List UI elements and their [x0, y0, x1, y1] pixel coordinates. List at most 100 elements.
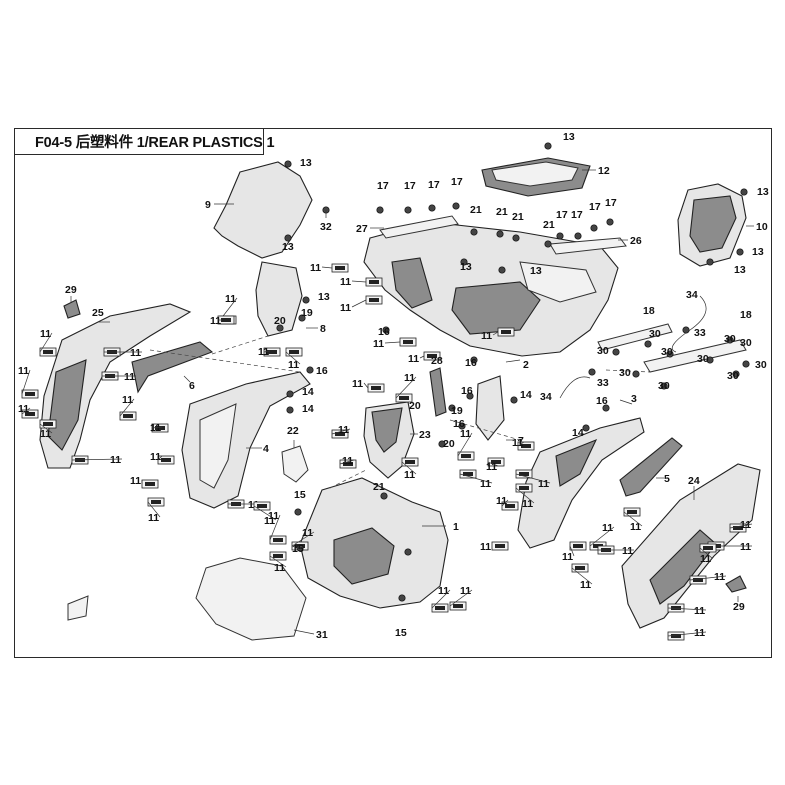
callout-11: 11: [460, 585, 471, 597]
clip-core: [273, 538, 283, 542]
bolt-icon: [660, 382, 668, 390]
callout-11: 11: [580, 579, 591, 591]
clip-core: [461, 454, 471, 458]
clip-leader: [487, 461, 499, 467]
callout-13: 13: [757, 186, 769, 198]
part-18-strip-a: [597, 323, 673, 351]
callout-11: 11: [130, 475, 141, 487]
bolt-icon: [732, 370, 740, 378]
fastener-clip-icon: [331, 263, 349, 273]
clip-leader: [589, 526, 615, 547]
clip-leader: [569, 545, 575, 557]
callout-30: 30: [697, 353, 709, 365]
callout-16: 16: [378, 326, 390, 338]
bolt-icon: [556, 232, 564, 240]
fastener-clip-icon: [253, 501, 271, 511]
bolt-icon: [574, 232, 582, 240]
clip-core: [519, 472, 529, 476]
callout-11: 11: [302, 527, 313, 539]
part-23-center-dark: [371, 407, 403, 453]
callout-11: 11: [740, 541, 751, 553]
part-8-bracket: [255, 261, 303, 337]
callout-11: 11: [40, 328, 51, 340]
part-22-cap: [281, 445, 309, 483]
clip-leader: [431, 589, 451, 609]
clip-core: [671, 606, 681, 610]
callout-17: 17: [451, 176, 463, 188]
callout-19: 19: [451, 405, 463, 417]
callout-11: 11: [148, 512, 159, 524]
callout-11: 11: [210, 315, 221, 327]
callout-17: 17: [404, 180, 416, 192]
callout-11: 11: [150, 451, 161, 463]
callout-30: 30: [658, 380, 670, 392]
callout-15: 15: [292, 543, 304, 555]
clip-leader: [501, 499, 509, 507]
callout-18: 18: [740, 309, 752, 321]
callout-21: 21: [543, 219, 555, 231]
clip-leader: [253, 505, 277, 521]
callout-11: 11: [122, 394, 133, 406]
clip-leader: [39, 423, 53, 434]
clip-core: [161, 458, 171, 462]
callout-17: 17: [428, 179, 440, 191]
clip-core: [501, 330, 511, 334]
clip-leader: [21, 407, 31, 415]
fastener-clip-icon: [401, 457, 419, 467]
leader-6: [183, 375, 191, 383]
clip-core: [267, 350, 277, 354]
callout-3: 3: [631, 393, 637, 405]
callout-16: 16: [316, 365, 328, 377]
callout-11: 11: [404, 469, 415, 481]
bolt-icon: [404, 548, 412, 556]
callout-22: 22: [287, 425, 299, 437]
callout-11: 11: [310, 262, 321, 274]
callout-11: 11: [486, 461, 497, 473]
part-28-spring: [429, 367, 447, 417]
decal-bottom-left: [67, 595, 89, 621]
callout-32: 32: [320, 221, 332, 233]
bolt-icon: [298, 314, 306, 322]
clip-core: [369, 298, 379, 302]
leader-31: [293, 629, 315, 635]
clip-leader: [269, 514, 281, 541]
clip-leader: [339, 459, 355, 465]
clip-leader: [401, 461, 417, 475]
clip-leader: [71, 458, 123, 461]
fastener-clip-icon: [497, 327, 515, 337]
bolt-icon: [606, 218, 614, 226]
clip-core: [371, 386, 381, 390]
callout-16: 16: [461, 385, 473, 397]
clip-leader: [689, 575, 727, 581]
clip-core: [575, 566, 585, 570]
callout-17: 17: [571, 209, 583, 221]
part-7-bracket: [475, 375, 505, 441]
callout-11: 11: [150, 422, 161, 434]
callout-16: 16: [453, 418, 465, 430]
part-24-fender-dark: [649, 529, 717, 605]
clip-core: [463, 472, 473, 476]
fastener-clip-icon: [39, 347, 57, 357]
clip-leader: [667, 631, 707, 637]
part-shapes: [39, 157, 761, 641]
callout-11: 11: [408, 353, 419, 365]
bolt-icon: [404, 206, 412, 214]
callout-7: 7: [518, 435, 524, 447]
callout-11: 11: [352, 378, 363, 390]
fastener-clip-icon: [449, 601, 467, 611]
part-5-trim: [619, 437, 683, 497]
clip-core: [495, 544, 505, 548]
callout-21: 21: [373, 481, 385, 493]
bolt-icon: [726, 336, 734, 344]
clip-leader: [21, 369, 31, 395]
callout-13: 13: [563, 131, 575, 143]
callout-labels: 1 2 3 4 5 6 7 8 9 10 12 13 13 13 13 13 1…: [65, 131, 769, 641]
callout-26: 26: [630, 235, 642, 247]
clip-leader: [492, 331, 499, 336]
callout-11: 11: [562, 551, 573, 563]
clip-leader: [39, 332, 53, 353]
callout-2: 2: [523, 359, 529, 371]
fastener-clip-icon: [269, 551, 287, 561]
bolt-icon: [296, 544, 304, 552]
callout-17: 17: [377, 180, 389, 192]
